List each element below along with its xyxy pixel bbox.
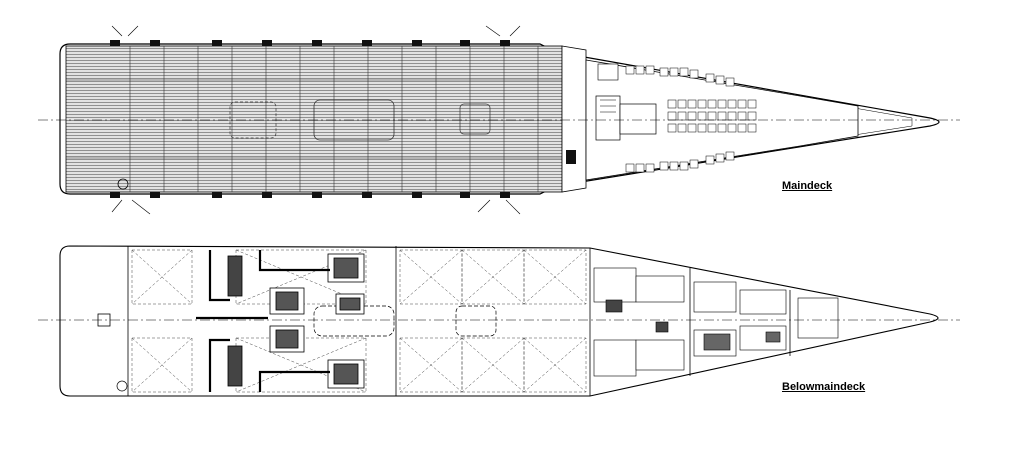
maindeck-label: Maindeck [782, 180, 833, 192]
deck-frame-lines [66, 46, 562, 192]
tank-mid [455, 305, 497, 337]
maindeck-plan [38, 25, 960, 215]
main-engines [227, 253, 365, 389]
belowmaindeck-plan [38, 245, 960, 397]
aft-tank-circle [116, 380, 128, 392]
hatch-right [459, 103, 491, 135]
belowmaindeck-label: Belowmaindeck [782, 381, 866, 393]
exhaust-piping [196, 250, 330, 392]
seat-rows [625, 65, 757, 173]
maindeck-bollards [110, 40, 510, 198]
mooring-lines [111, 25, 521, 215]
accommodation-rooms [593, 267, 839, 377]
bulkheads [127, 246, 791, 396]
capstan [117, 178, 129, 190]
